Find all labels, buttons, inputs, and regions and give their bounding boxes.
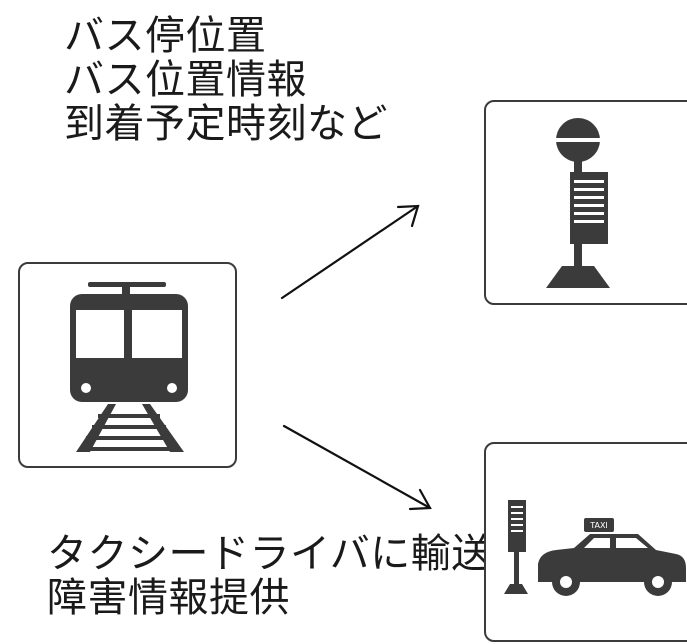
train-panel — [18, 262, 237, 468]
bus-stop-icon — [546, 118, 610, 288]
taxi-panel: TAXI — [484, 442, 687, 642]
arrow-to-taxi — [282, 424, 432, 510]
taxi-sign-text: TAXI — [589, 521, 608, 530]
bus-info-line-2: バス位置情報 — [64, 57, 307, 103]
arrow-to-bus-stop — [280, 204, 420, 300]
bus-info-line-1: バス停位置 — [64, 13, 267, 59]
arrow-to-taxi-head — [408, 488, 432, 511]
bus-info-label: バス停位置 バス位置情報 到着予定時刻など — [64, 14, 388, 146]
taxi-info-line-1: タクシードライバに輸送 — [47, 531, 492, 577]
taxi-icon: TAXI — [504, 500, 686, 596]
bus-info-line-3: 到着予定時刻など — [64, 101, 388, 147]
taxi-info-line-2: 障害情報提供 — [47, 575, 290, 621]
bus-stop-panel — [484, 100, 687, 305]
train-icon — [70, 282, 188, 452]
taxi-info-label: タクシードライバに輸送 障害情報提供 — [47, 532, 492, 620]
arrow-to-bus-stop-head — [396, 204, 420, 228]
